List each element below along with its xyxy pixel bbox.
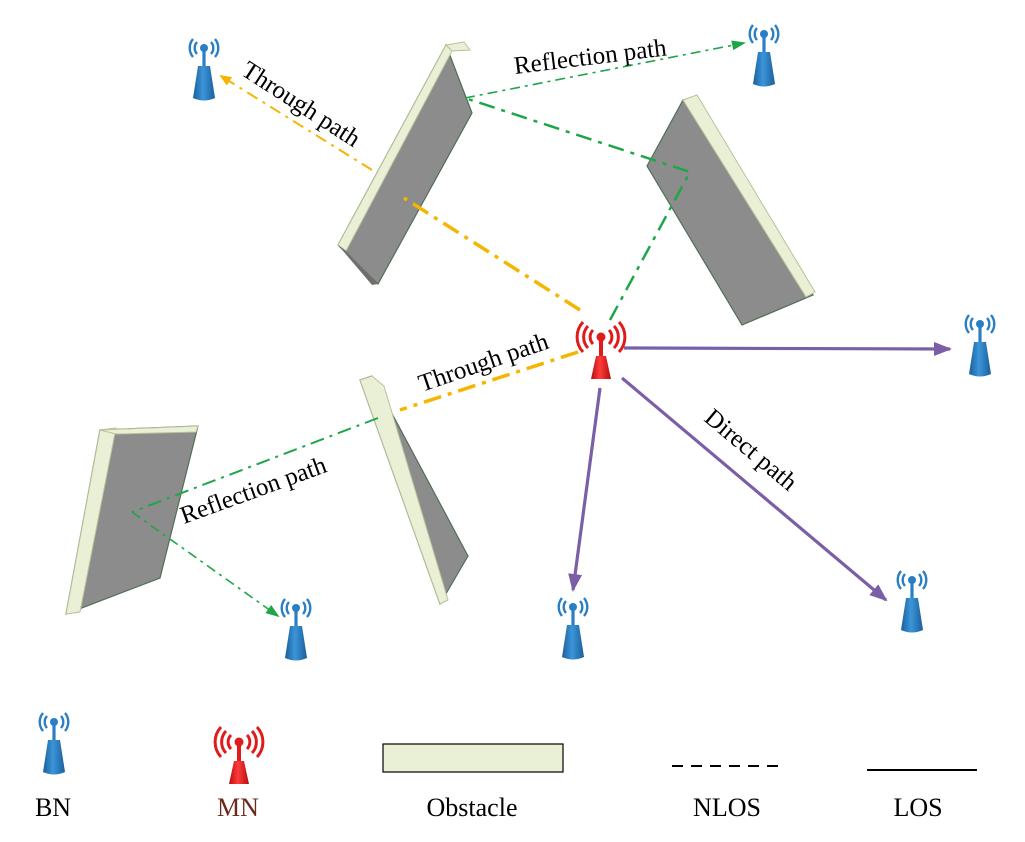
reflection-path-top-label: Reflection path — [512, 34, 668, 80]
through-path-top-label: Through path — [237, 56, 366, 153]
base-node-right-icon — [964, 313, 996, 378]
obstacle-middle — [359, 375, 469, 606]
through-path-middle — [399, 350, 579, 412]
reflection-path-bottom-label: Reflection path — [177, 452, 331, 530]
legend-obstacle-swatch — [382, 743, 564, 773]
through-path-top — [219, 74, 581, 312]
base-node-bottom-middle-icon — [557, 596, 589, 661]
legend-nlos-label: NLOS — [693, 793, 761, 822]
legend-los-label: LOS — [893, 793, 942, 822]
obstacle-top-middle — [337, 41, 473, 285]
direct-paths — [568, 341, 952, 602]
obstacle-bottom-left — [65, 425, 199, 615]
legend: BN MN Obstacle NLOS LOS — [35, 711, 977, 822]
base-node-bottom-right-icon — [896, 569, 928, 634]
legend-bn-icon — [38, 711, 70, 776]
legend-bn-label: BN — [35, 793, 71, 822]
obstacle-top-right — [646, 94, 816, 326]
base-node-bottom-left-icon — [280, 597, 312, 662]
legend-mn-label: MN — [217, 793, 259, 822]
base-node-top-left-icon — [188, 37, 220, 102]
legend-mn-icon — [213, 725, 265, 786]
reflection-path-bottom — [131, 417, 379, 618]
legend-obstacle-label: Obstacle — [427, 793, 518, 822]
through-path-middle-label: Through path — [415, 328, 552, 398]
direct-path-label: Direct path — [699, 404, 802, 497]
reflection-path-top — [464, 40, 746, 321]
mobile-node-icon — [575, 320, 627, 381]
base-node-top-right-icon — [748, 23, 780, 88]
